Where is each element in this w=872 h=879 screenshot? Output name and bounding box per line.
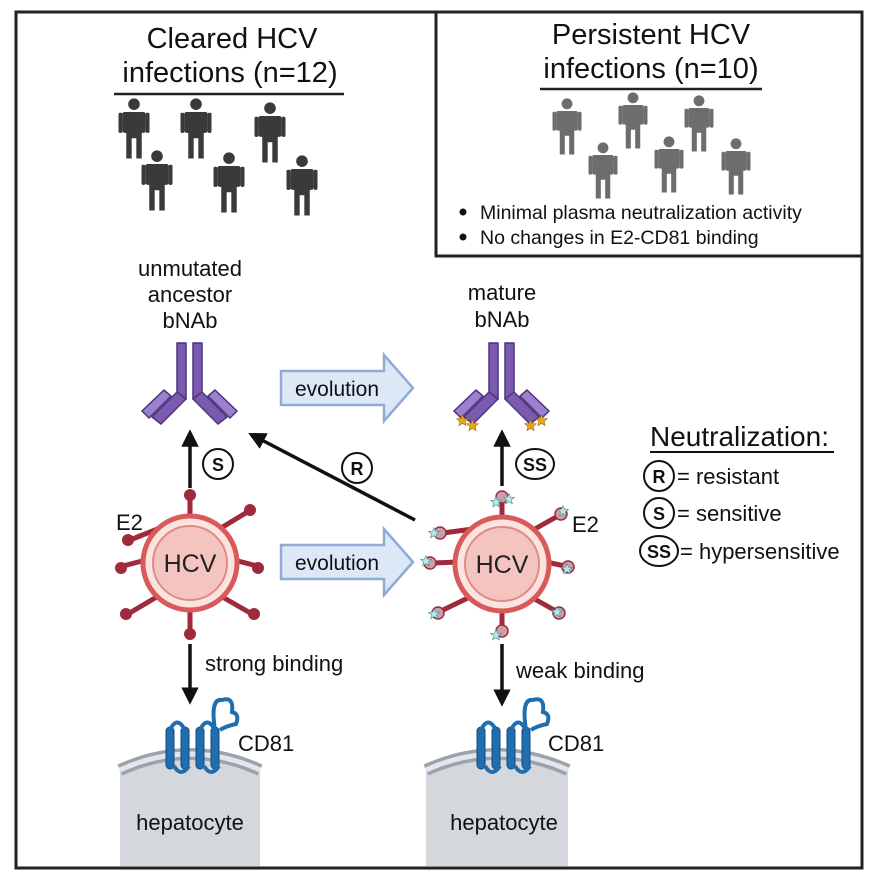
evolution-arrow-top: evolution [279,351,415,425]
sensitivity-s-text: S [212,455,224,475]
legend-text-sensitive: = sensitive [677,501,782,526]
sensitivity-s-badge: S [202,448,234,480]
hcv-virus-right-icon: HCV [420,490,575,641]
persistent-title-line2: infections (n=10) [543,53,758,85]
legend-symbol-ss: SS [647,542,671,562]
cleared-title-line2: infections (n=12) [122,57,337,89]
person-icon [588,142,618,199]
person-icon [141,150,173,211]
persistent-bullet-1: Minimal plasma neutralization activity [480,202,802,224]
person-icon [721,138,751,195]
legend-item-sensitive: S = sensitive [643,497,782,529]
legend-text-resistant: = resistant [677,464,779,489]
sensitivity-r-badge: R [341,452,373,484]
arrow-cross [248,432,416,522]
legend-item-resistant: R = resistant [643,460,779,492]
binding-right-label: weak binding [515,658,644,683]
unmutated-antibody-icon [140,342,239,425]
hepatocyte-left [117,748,263,866]
cd81-receptor-right-icon [476,697,551,774]
left-antibody-label-1: unmutated [138,256,242,281]
cd81-label-right: CD81 [548,731,604,756]
persistent-title-line1: Persistent HCV [552,19,751,51]
bullet-dot [459,233,467,241]
persistent-people-group [552,92,751,199]
persistent-box [434,10,864,258]
left-antibody-label-3: bNAb [162,308,217,333]
person-icon [213,152,245,213]
person-icon [254,102,286,163]
binding-left-label: strong binding [205,651,343,676]
legend-symbol-s: S [653,504,665,524]
right-antibody-label-2: bNAb [474,307,529,332]
legend-item-hypersensitive: SS = hypersensitive [639,535,840,567]
cleared-title-line1: Cleared HCV [147,23,318,55]
sensitivity-r-text: R [351,459,364,479]
persistent-bullet-2: No changes in E2-CD81 binding [480,227,759,249]
person-icon [286,155,318,216]
person-icon [654,136,684,193]
hcv-virus-left-icon: HCV [115,489,264,640]
e2-label-left: E2 [116,510,143,535]
evolution-label-top: evolution [295,378,379,401]
person-icon [180,98,212,159]
left-antibody-label-2: ancestor [148,282,232,307]
person-icon [552,98,582,155]
bullet-dot [459,208,467,216]
sensitivity-ss-text: SS [523,455,547,475]
evolution-arrow-middle: evolution [279,525,415,599]
legend-symbol-r: R [653,467,666,487]
mature-antibody-icon [452,342,551,425]
evolution-label-middle: evolution [295,552,379,575]
person-icon [618,92,648,149]
e2-label-right: E2 [572,512,599,537]
person-icon [118,98,150,159]
sensitivity-ss-badge: SS [515,448,555,480]
cleared-people-group [118,98,318,216]
hepatocyte-label-right: hepatocyte [450,810,558,835]
right-antibody-label-1: mature [468,280,536,305]
hepatocyte-label-left: hepatocyte [136,810,244,835]
legend-title: Neutralization: [650,421,829,452]
hcv-left-label: HCV [164,550,217,578]
cd81-label-left: CD81 [238,731,294,756]
person-icon [684,95,714,152]
legend-text-hypersensitive: = hypersensitive [680,539,840,564]
hcv-right-label: HCV [476,551,529,579]
cd81-receptor-left-icon [165,697,240,774]
